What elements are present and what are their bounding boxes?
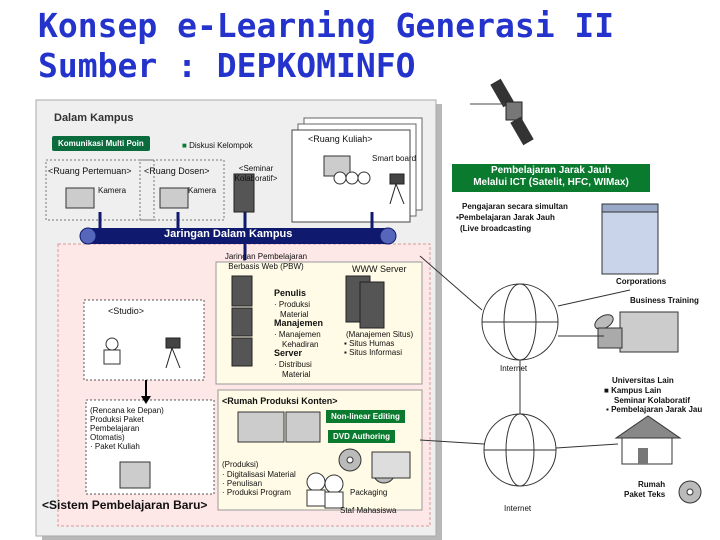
- studio-box: [83, 299, 205, 381]
- manajemen-label: Manajemen: [274, 318, 324, 328]
- univ-label-4: ▪ Pembelajaran Jarak Jau: [606, 405, 703, 414]
- page-title: Konsep e-Learning Generasi II Sumber : D…: [38, 6, 718, 86]
- packaging-label: Packaging: [350, 488, 388, 497]
- network-node-right: [379, 227, 397, 245]
- kehadiran-label: Kehadiran: [282, 340, 319, 349]
- smartboard-label: Smart board: [372, 154, 417, 163]
- house-label-1: Rumah: [638, 480, 666, 489]
- univ-label-1: Universitas Lain: [612, 376, 674, 385]
- material-label: Material: [280, 310, 309, 319]
- distance-note-2: ▪Pembelajaran Jarak Jauh: [456, 213, 555, 222]
- business-training-label: Business Training: [630, 296, 699, 305]
- lecture-room-label: <Ruang Kuliah>: [308, 134, 373, 144]
- staff-label: Staf Mahasiswa: [340, 506, 397, 515]
- situs-label-1: (Manajemen Situs): [346, 330, 414, 339]
- penulis-label: Penulis: [274, 288, 307, 298]
- univ-label-2: ■ Kampus Lain: [604, 386, 662, 395]
- distance-box: [452, 164, 650, 192]
- new-system-label: <Sistem Pembelajaran Baru>: [42, 498, 208, 512]
- plan-line-4: Otomatis): [90, 433, 125, 442]
- network-bar: [88, 228, 388, 244]
- corporations-label: Corporations: [616, 277, 667, 286]
- lecturer-room-box: [139, 159, 225, 221]
- network-node-left: [79, 227, 97, 245]
- distribusi-label: · Distribusi: [274, 360, 312, 369]
- seminar-label: <Seminar Kolaboratif>: [234, 164, 278, 183]
- discussion-label: ■ Diskusi Kelompok: [182, 141, 253, 150]
- material2-label: Material: [282, 370, 311, 379]
- production-item-1: (Produksi): [222, 460, 259, 469]
- produksi-label: · Produksi: [274, 300, 311, 309]
- production-item-3: · Penulisan: [222, 479, 263, 488]
- situs-label-2: ▪ Situs Humas: [344, 339, 395, 348]
- pbw-label: Jaringan Pembelajaran Berbasis Web (PBW): [224, 252, 308, 271]
- building-graphic: [601, 209, 659, 275]
- multimedia-chip: Komunikasi Multi Poin: [52, 136, 150, 151]
- www-server-label: WWW Server: [352, 264, 407, 274]
- plan-line-1: (Rencana ke Depan): [90, 406, 164, 415]
- dvd-chip: DVD Authoring: [328, 430, 396, 443]
- camera-label-2: Kamera: [188, 186, 217, 195]
- plan-line-5: · Paket Kuliah: [90, 442, 140, 451]
- distance-note-3: (Live broadcasting: [460, 224, 532, 233]
- manajemen2-label: · Manajemen: [274, 330, 321, 339]
- distance-title-2: Melalui ICT (Satelit, HFC, WIMax): [473, 177, 629, 188]
- house-label-2: Paket Teks: [624, 490, 666, 499]
- plan-line-2: Produksi Paket: [90, 415, 144, 424]
- situs-label-3: ▪ Situs Informasi: [344, 348, 402, 357]
- plan-line-3: Pembelajaran: [90, 424, 140, 433]
- studio-label: <Studio>: [108, 306, 145, 316]
- lecturer-room-label: <Ruang Dosen>: [144, 166, 210, 176]
- internet-label-1: Internet: [500, 364, 528, 373]
- production-title: <Rumah Produksi Konten>: [222, 396, 338, 406]
- univ-label-3: Seminar Kolaboratif: [614, 396, 691, 405]
- satellite-graphic: [490, 78, 534, 146]
- distance-title-1: Pembelajaran Jarak Jauh: [490, 165, 612, 176]
- title-line-2: Sumber : DEPKOMINFO: [38, 46, 416, 85]
- server-label: Server: [274, 348, 303, 358]
- internet-label-2: Internet: [504, 504, 532, 513]
- camera-label-1: Kamera: [98, 186, 127, 195]
- distance-note-1: Pengajaran secara simultan: [462, 202, 568, 211]
- production-item-2: · Digitalisasi Material: [222, 470, 296, 479]
- meeting-room-label: <Ruang Pertemuan>: [48, 166, 132, 176]
- production-item-4: · Produksi Program: [222, 488, 291, 497]
- title-line-1: Konsep e-Learning Generasi II: [38, 6, 615, 45]
- campus-label: Dalam Kampus: [54, 112, 134, 124]
- network-label: Jaringan Dalam Kampus: [164, 228, 293, 240]
- nonlinear-chip: Non-linear Editing: [326, 410, 405, 423]
